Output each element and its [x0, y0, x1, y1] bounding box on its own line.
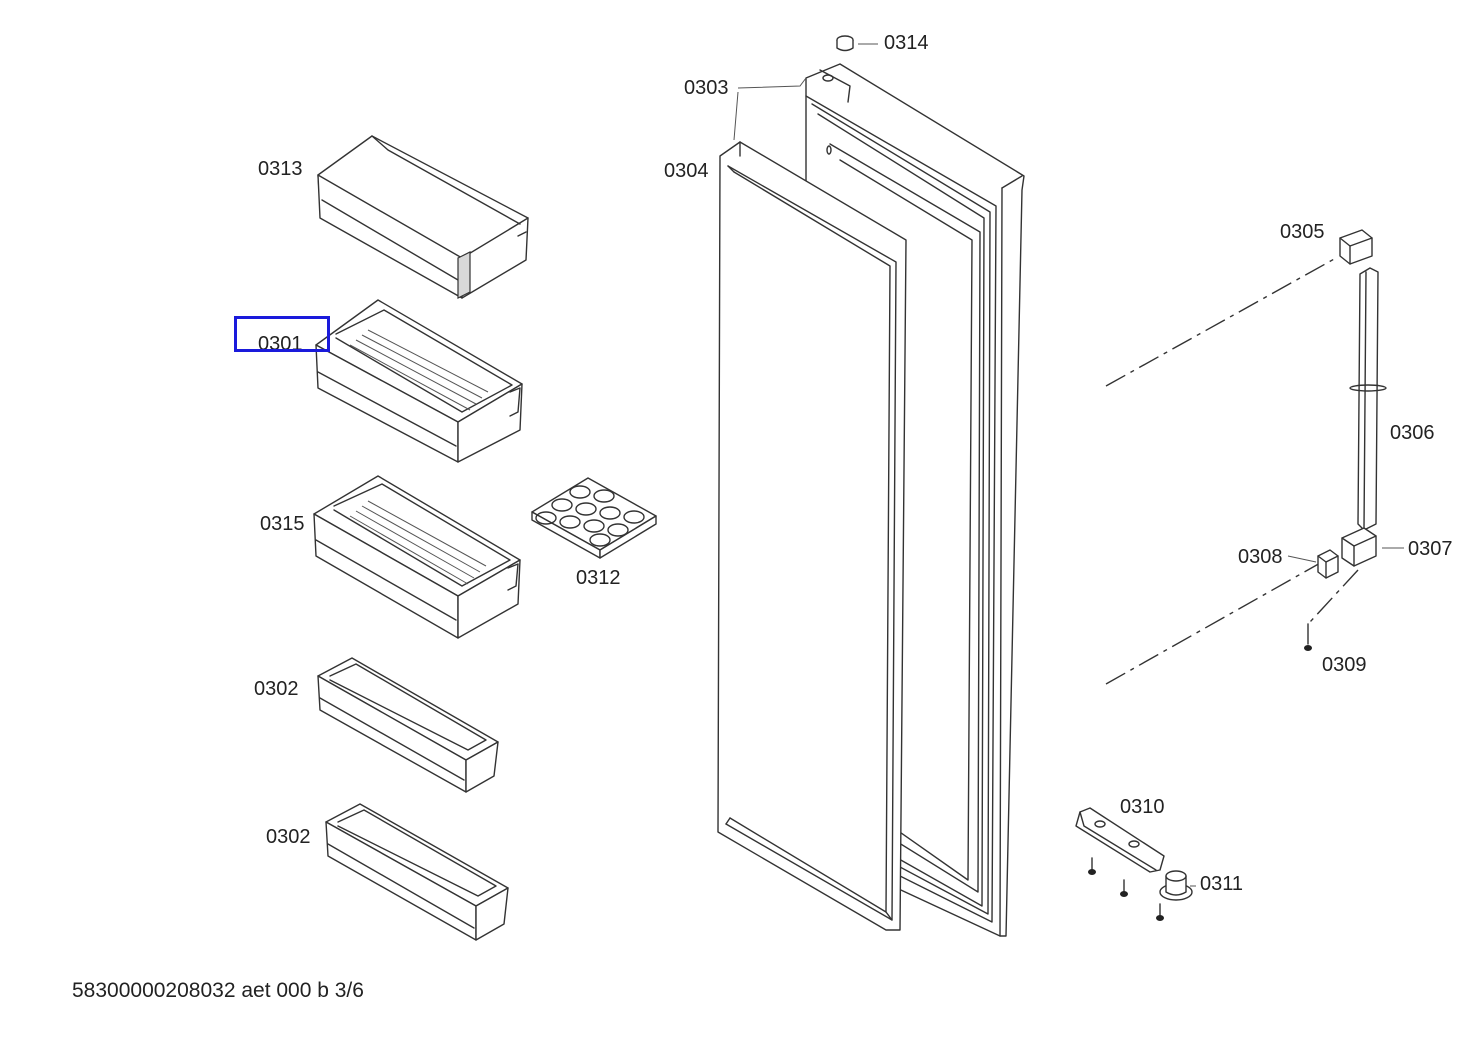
part-0302-bottle-shelf-lower[interactable]	[325, 803, 509, 941]
part-0306-handle-bar[interactable]	[1349, 267, 1387, 531]
part-0312-egg-tray[interactable]	[531, 477, 657, 559]
label-0313: 0313	[258, 158, 303, 180]
part-0313-covered-bin[interactable]	[317, 135, 529, 299]
selected-part-highlight[interactable]	[234, 316, 330, 352]
label-0309: 0309	[1322, 654, 1367, 676]
label-0303: 0303	[684, 77, 729, 99]
label-0306: 0306	[1390, 422, 1435, 444]
label-0302-lower: 0302	[266, 826, 311, 848]
part-0311-hinge-pin[interactable]	[1159, 870, 1196, 901]
part-0315-door-bin[interactable]	[313, 475, 521, 639]
label-0312: 0312	[576, 567, 621, 589]
dashline-upper	[1105, 257, 1337, 387]
label-0314: 0314	[884, 32, 929, 54]
part-0305-handle-cap-top[interactable]	[1339, 229, 1373, 265]
part-0304-door-gasket[interactable]	[717, 141, 907, 931]
label-0311: 0311	[1200, 873, 1244, 895]
part-0307-handle-cap-bottom[interactable]	[1341, 527, 1377, 567]
label-0305: 0305	[1280, 221, 1325, 243]
dashline-lower	[1105, 561, 1323, 685]
part-0310-hinge[interactable]	[1075, 807, 1165, 873]
part-0302-bottle-shelf-upper[interactable]	[317, 657, 499, 793]
part-0301-door-bin[interactable]	[315, 299, 523, 463]
leader-0303	[737, 77, 807, 89]
label-0307: 0307	[1408, 538, 1453, 560]
dashline-screw	[1309, 569, 1359, 623]
label-0302-upper: 0302	[254, 678, 299, 700]
document-reference: 58300000208032 aet 000 b 3/6	[72, 979, 364, 1002]
label-0304: 0304	[664, 160, 709, 182]
part-0309-screw[interactable]	[1304, 623, 1312, 651]
leader-0308	[1287, 555, 1317, 563]
hinge-screws	[1088, 857, 1164, 921]
label-0310: 0310	[1120, 796, 1165, 818]
part-0314-hinge-cap[interactable]	[836, 35, 854, 52]
label-0308: 0308	[1238, 546, 1283, 568]
label-0315: 0315	[260, 513, 305, 535]
leader-0304	[733, 91, 739, 141]
part-0308-clip[interactable]	[1317, 549, 1339, 579]
